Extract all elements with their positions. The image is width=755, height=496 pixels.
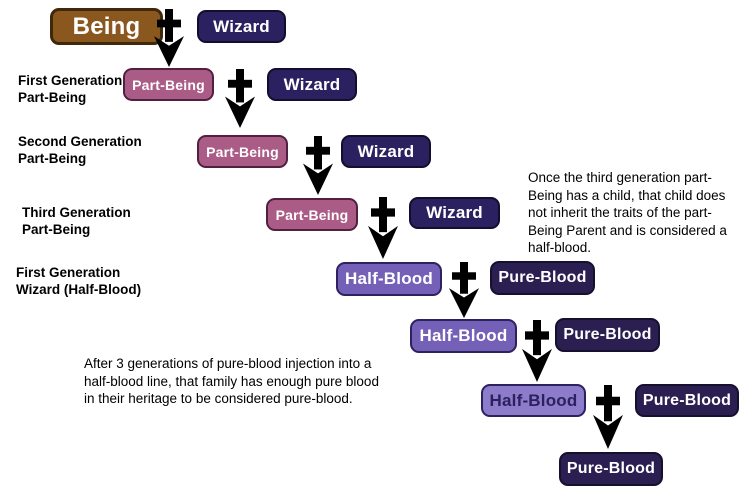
cross-arrow-icon — [591, 385, 625, 449]
node-half-blood-1: Half-Blood — [336, 262, 442, 296]
node-part-being-1: Part-Being — [123, 68, 214, 101]
label-first-generation-wizard-half-blood: First Generation Wizard (Half-Blood) — [16, 265, 142, 297]
label-second-generation-part-being: Second Generation Part-Being — [18, 134, 142, 166]
label-third-generation-part-being: Third Generation Part-Being — [22, 205, 131, 237]
node-pure-blood-2: Pure-Blood — [555, 318, 660, 352]
node-pure-blood-4: Pure-Blood — [559, 452, 663, 486]
node-wizard-1: Wizard — [197, 10, 286, 43]
annotation-half-blood-rule: Once the third generation part-Being has… — [528, 170, 727, 255]
cross-arrow-icon — [520, 320, 554, 382]
cross-arrow-icon — [223, 69, 257, 128]
cross-arrow-icon — [366, 197, 400, 259]
label-first-generation-part-being: First Generation Part-Being — [18, 73, 123, 105]
annotation-pure-blood-rule: After 3 generations of pure-blood inject… — [84, 356, 379, 406]
node-half-blood-2: Half-Blood — [410, 319, 517, 353]
node-being: Being — [50, 8, 163, 45]
node-part-being-3: Part-Being — [266, 198, 358, 231]
node-part-being-2: Part-Being — [197, 135, 288, 168]
cross-arrow-icon — [301, 136, 335, 195]
node-wizard-4: Wizard — [409, 197, 500, 229]
node-pure-blood-3: Pure-Blood — [635, 384, 739, 417]
cross-arrow-icon — [152, 9, 186, 67]
cross-arrow-icon — [447, 262, 481, 318]
node-pure-blood-1: Pure-Blood — [490, 261, 595, 295]
node-half-blood-3: Half-Blood — [481, 384, 586, 417]
node-wizard-2: Wizard — [267, 68, 357, 101]
node-wizard-3: Wizard — [341, 135, 431, 168]
